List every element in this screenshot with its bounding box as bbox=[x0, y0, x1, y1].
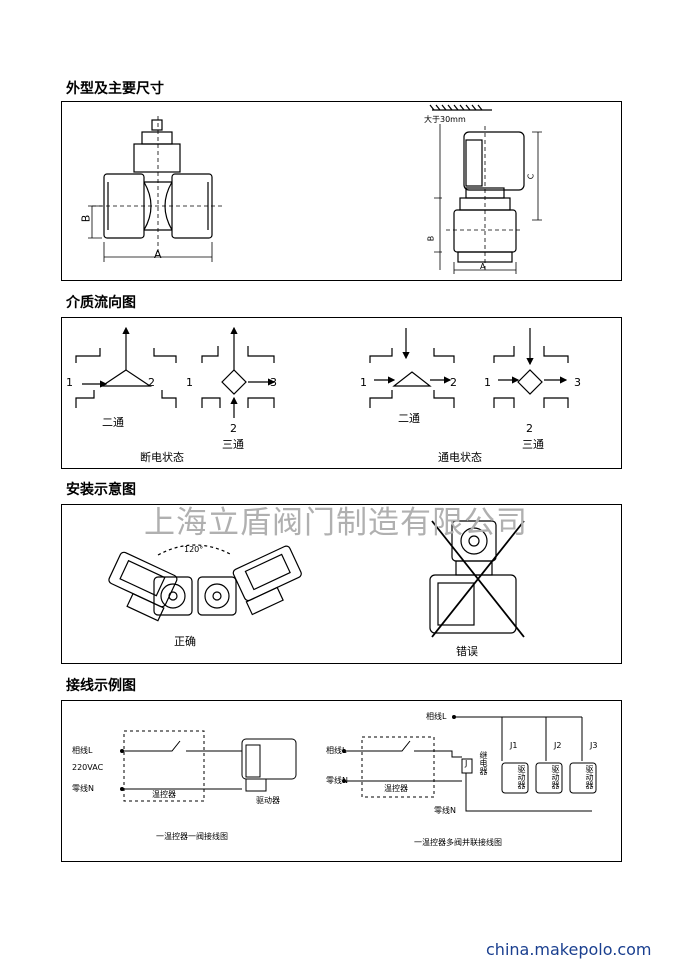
driver-label: 驱动器 bbox=[256, 796, 280, 805]
wiring-panel: 相线L 220VAC 零线N 温控器 驱动器 一温控器一阀接线图 相线L 相线L… bbox=[61, 700, 622, 862]
dimensions-panel: B A 大于30mm C B A bbox=[61, 101, 622, 281]
power-off-state-label: 断电状态 bbox=[140, 451, 184, 464]
three-way-label: 三通 bbox=[222, 438, 244, 451]
live-wire-top-label: 相线L bbox=[426, 712, 447, 721]
port-2-label: 2 bbox=[450, 376, 457, 389]
valve-dimension-drawing bbox=[88, 104, 542, 274]
dimension-b-label: B bbox=[79, 214, 93, 223]
port-1-label: 1 bbox=[186, 376, 193, 389]
port-2-label: 2 bbox=[230, 422, 237, 435]
wrong-label: 错误 bbox=[456, 645, 478, 658]
angle-label: 120° bbox=[184, 545, 204, 554]
install-panel: 120° 正确 错误 bbox=[61, 504, 622, 664]
section-title-wiring: 接线示例图 bbox=[66, 678, 136, 694]
installation-orientation-drawing bbox=[108, 520, 525, 638]
driver-label: 驱动器 bbox=[551, 765, 560, 789]
three-way-label: 三通 bbox=[522, 438, 544, 451]
section-title-dimensions: 外型及主要尺寸 bbox=[66, 81, 164, 97]
site-footer-link[interactable]: china.makepolo.com bbox=[486, 940, 652, 959]
wiring-diagrams bbox=[120, 715, 597, 812]
clearance-note: 大于30mm bbox=[424, 115, 466, 124]
neutral-wire-bottom-label: 零线N bbox=[434, 806, 456, 815]
multi-valve-caption: 一温控器多阀并联接线图 bbox=[414, 838, 502, 847]
flow-direction-diagrams bbox=[75, 326, 569, 418]
relay-label: 继电器 bbox=[479, 751, 488, 775]
live-wire-label: 相线L bbox=[326, 746, 347, 755]
port-2-label: 2 bbox=[148, 376, 155, 389]
actuator-dimension-a-label: A bbox=[480, 262, 486, 271]
relay-symbol: J bbox=[465, 759, 468, 768]
thermostat-label: 温控器 bbox=[152, 790, 176, 799]
port-3-label: 3 bbox=[574, 376, 581, 389]
neutral-wire-label: 零线N bbox=[72, 784, 94, 793]
actuator-dimension-b-label: B bbox=[426, 235, 436, 242]
section-title-flow: 介质流向图 bbox=[66, 295, 136, 311]
port-1-label: 1 bbox=[66, 376, 73, 389]
neutral-wire-label: 零线N bbox=[326, 776, 348, 785]
thermostat-label: 温控器 bbox=[384, 784, 408, 793]
two-way-label: 二通 bbox=[102, 416, 124, 429]
port-3-label: 3 bbox=[270, 376, 277, 389]
correct-label: 正确 bbox=[174, 635, 196, 648]
j1-label: J1 bbox=[510, 741, 518, 750]
power-on-state-label: 通电状态 bbox=[438, 451, 482, 464]
dimension-a-label: A bbox=[154, 248, 162, 261]
driver-label: 驱动器 bbox=[585, 765, 594, 789]
live-wire-label: 相线L bbox=[72, 746, 93, 755]
voltage-label: 220VAC bbox=[72, 763, 104, 772]
two-way-label: 二通 bbox=[398, 412, 420, 425]
dimension-c-label: C bbox=[526, 173, 536, 180]
company-watermark: 上海立盾阀门制造有限公司 bbox=[144, 505, 528, 541]
port-2-label: 2 bbox=[526, 422, 533, 435]
port-1-label: 1 bbox=[360, 376, 367, 389]
port-1-label: 1 bbox=[484, 376, 491, 389]
single-valve-caption: 一温控器一阀接线图 bbox=[156, 832, 228, 841]
flow-panel: 1 2 1 3 2 1 2 1 3 2 二通 三通 二通 三通 断电状态 通电状… bbox=[61, 317, 622, 469]
driver-label: 驱动器 bbox=[517, 765, 526, 789]
j3-label: J3 bbox=[590, 741, 598, 750]
j2-label: J2 bbox=[554, 741, 562, 750]
section-title-install: 安装示意图 bbox=[66, 482, 136, 498]
